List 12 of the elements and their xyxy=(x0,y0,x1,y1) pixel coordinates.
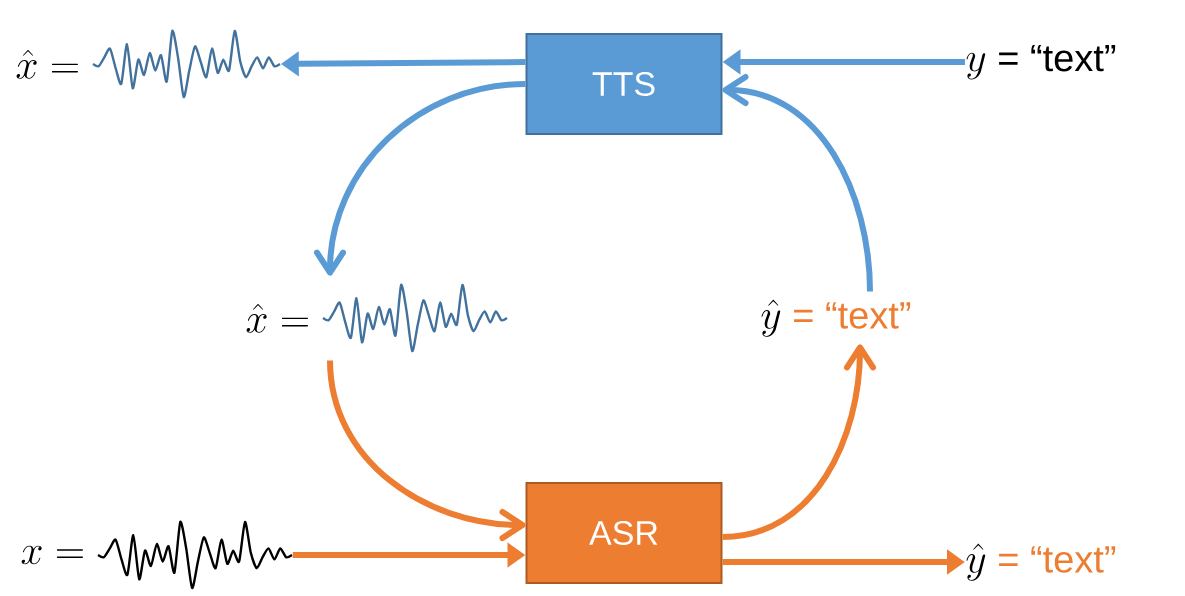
arrow xyxy=(314,81,526,276)
arrow xyxy=(722,344,876,540)
arrow xyxy=(722,74,873,292)
arrow xyxy=(327,360,526,541)
formula-label: $\hat{x} =$ xyxy=(246,303,308,333)
text-label: $\hat{y}$ = “text” xyxy=(761,299,911,337)
process-box: TTS xyxy=(525,33,723,135)
text-label: $\hat{y}$ = “text” xyxy=(966,543,1116,581)
process-box: ASR xyxy=(525,482,723,584)
formula-label: $\hat{x} =$ xyxy=(16,49,78,79)
formula-label: $x =$ xyxy=(21,545,83,565)
text-label: $y$ = “text” xyxy=(966,44,1116,80)
